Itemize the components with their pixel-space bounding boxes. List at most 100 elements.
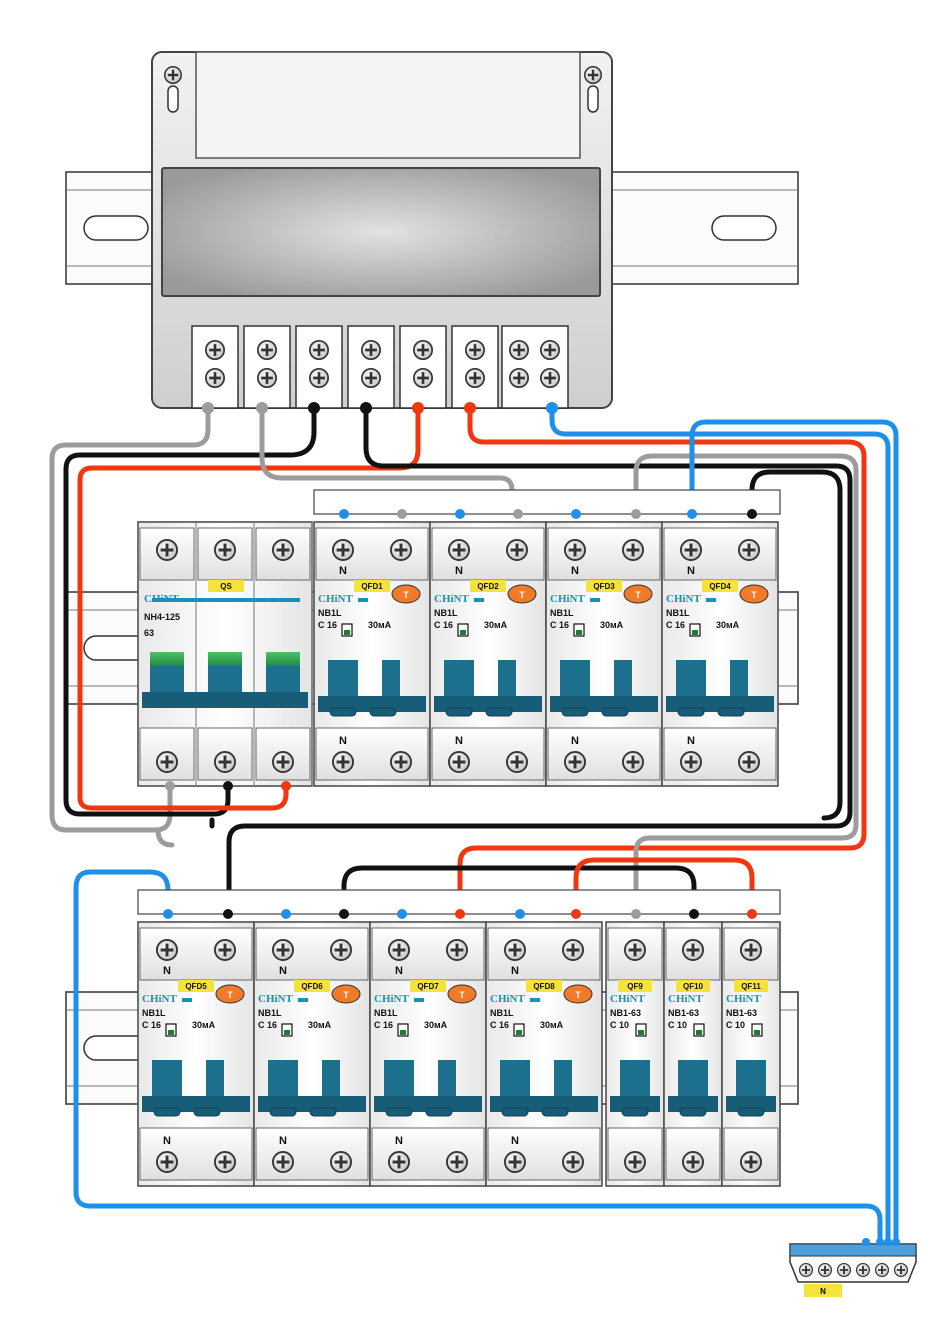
terminal-screw-icon (309, 368, 329, 388)
test-button-icon[interactable] (623, 584, 653, 604)
terminal-screw-icon (388, 1151, 410, 1173)
rcbo-n-mark-top: N (163, 965, 171, 977)
terminal-wire-lug (397, 909, 407, 919)
wire-grey-to-qfd3 (633, 453, 859, 909)
rcbo-curve: C 16 (258, 1020, 277, 1030)
terminal-screw-icon (740, 939, 762, 961)
mcb-brand-logo: CHiNT (610, 993, 646, 1005)
terminal-screw-icon (388, 939, 410, 961)
rcbo-clip (369, 707, 397, 717)
mcb-status-indicator (696, 1030, 702, 1035)
terminal-wire-lug (165, 781, 175, 791)
rcbo-clip (425, 1107, 453, 1117)
terminal-wire-lug (163, 909, 173, 919)
rcbo-tag-bg (178, 980, 214, 992)
rcbo-leak-rating: 30мА (716, 620, 740, 630)
terminal-screw-icon (562, 1151, 584, 1173)
rcbo-n-mark-bottom: N (395, 1135, 403, 1147)
rcbo-brand-logo: CHiNT (490, 993, 526, 1005)
rcbo-brand-mark (590, 598, 600, 602)
rcbo-leak-rating: 30мА (484, 620, 508, 630)
rcbo-clip (445, 707, 473, 717)
terminal-screw-icon (156, 539, 178, 561)
terminal-screw-icon (361, 368, 381, 388)
test-button-icon[interactable] (447, 984, 477, 1004)
rcbo-model: NB1L (490, 1008, 514, 1018)
wire-blue-qfd4-to-neutral (689, 419, 899, 1243)
terminal-screw-icon (272, 939, 294, 961)
rcbo-model: NB1L (374, 1008, 398, 1018)
terminal-screw-icon (506, 539, 528, 561)
mcb-model: NB1-63 (726, 1008, 757, 1018)
mcb-clip (737, 1107, 765, 1117)
rcbo-tag: QFD1 (361, 582, 383, 591)
rcbo-n-mark-bottom: N (687, 735, 695, 747)
meter-terminal-3 (295, 325, 343, 409)
top-row-busbar-cover (313, 489, 781, 515)
test-button-icon[interactable] (331, 984, 361, 1004)
mcb-status-indicator (754, 1030, 760, 1035)
terminal-wire-lug (515, 909, 525, 919)
rcbo-clip (501, 1107, 529, 1117)
terminal-wire-lug (339, 909, 349, 919)
rcbo-model: NB1L (258, 1008, 282, 1018)
terminal-wire-lug (631, 909, 641, 919)
test-button-icon[interactable] (391, 584, 421, 604)
terminal-screw-icon (390, 751, 412, 773)
meter-seal-screw-left (164, 66, 182, 113)
terminal-cell (487, 1127, 601, 1181)
rcbo-status-indicator (692, 630, 698, 635)
terminal-screw-icon (680, 539, 702, 561)
terminal-wire-lug (281, 781, 291, 791)
mcb-clip (679, 1107, 707, 1117)
rcbo-n-mark-top: N (455, 565, 463, 577)
terminal-screw-icon (205, 368, 225, 388)
terminal-screw-icon (504, 939, 526, 961)
terminal-screw-icon (214, 539, 236, 561)
test-button-label: T (519, 590, 525, 600)
rcbo-clip (309, 1107, 337, 1117)
test-button-icon[interactable] (563, 984, 593, 1004)
qs-handle-bar (142, 692, 308, 708)
mcb-curve: C 10 (610, 1020, 629, 1030)
terminal-screw-icon (214, 751, 236, 773)
neutral-wire-lug (876, 1238, 884, 1246)
rcbo-brand-logo: CHiNT (374, 993, 410, 1005)
rcbo-clip (193, 1107, 221, 1117)
qs-handle-top (266, 652, 300, 666)
neutral-bus-bar: N (789, 1238, 917, 1297)
rcbo-tag-bg (410, 980, 446, 992)
mcb-curve: C 10 (726, 1020, 745, 1030)
terminal-screw-icon (680, 751, 702, 773)
rcbo-tag: QFD4 (709, 582, 731, 591)
rcbo-n-mark-top: N (571, 565, 579, 577)
rcbo-clip (385, 1107, 413, 1117)
terminal-screw-icon (390, 539, 412, 561)
terminal-screw-icon (272, 751, 294, 773)
terminal-screw-icon (257, 368, 277, 388)
rcbo-brand-mark (414, 998, 424, 1002)
mcb-handle-bar (610, 1096, 660, 1112)
meter-terminal-7 (501, 325, 569, 409)
terminal-screw-icon (540, 368, 560, 388)
rcbo-tag-bg (354, 580, 390, 592)
qs-brand-logo: CHiNT (144, 593, 180, 605)
terminal-wire-lug (455, 909, 465, 919)
neutral-bus-screw-icon (894, 1263, 908, 1277)
terminal-wire-lug (223, 909, 233, 919)
meter-terminal-block (191, 325, 569, 414)
meter-display (161, 167, 601, 297)
neutral-bus-tag-bg (804, 1284, 842, 1297)
terminal-wire-lug (747, 909, 757, 919)
terminal-wire-lug (397, 509, 407, 519)
test-button-icon[interactable] (215, 984, 245, 1004)
test-button-icon[interactable] (739, 584, 769, 604)
terminal-cell (547, 727, 661, 781)
terminal-wire-lug (571, 909, 581, 919)
meter-terminal-2 (243, 325, 291, 409)
meter-terminal-5 (399, 325, 447, 409)
terminal-screw-icon (564, 751, 586, 773)
terminal-screw-icon (622, 539, 644, 561)
wire-red-qfd8 (573, 857, 755, 909)
test-button-icon[interactable] (507, 584, 537, 604)
